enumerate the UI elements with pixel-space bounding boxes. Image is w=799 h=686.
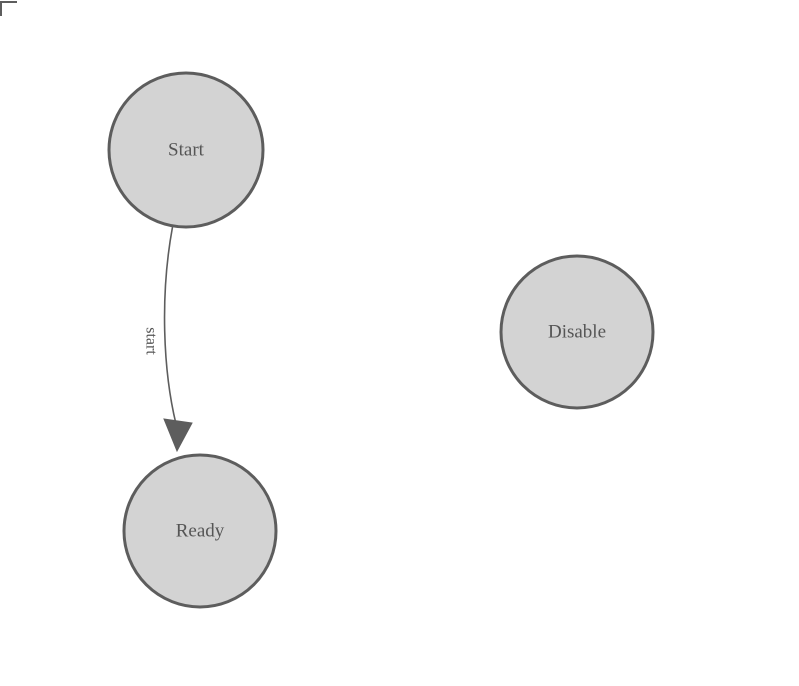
node-start-label: Start [168,139,205,160]
edge-label-start: start [142,327,159,355]
node-ready-label: Ready [176,520,225,541]
node-ready-circle[interactable] [122,453,278,609]
node-start-circle[interactable] [107,71,265,229]
arrowhead-icon [163,418,193,453]
node-disable-label: Disable [548,321,606,342]
edge-start-to-ready[interactable]: start [142,226,193,453]
edge-line [163,226,177,425]
node-disable-circle[interactable] [499,254,655,410]
node-ready[interactable]: Ready [122,453,278,609]
node-start[interactable]: Start [107,71,265,229]
selection-corner-mark-icon [0,1,17,16]
node-disable[interactable]: Disable [499,254,655,410]
